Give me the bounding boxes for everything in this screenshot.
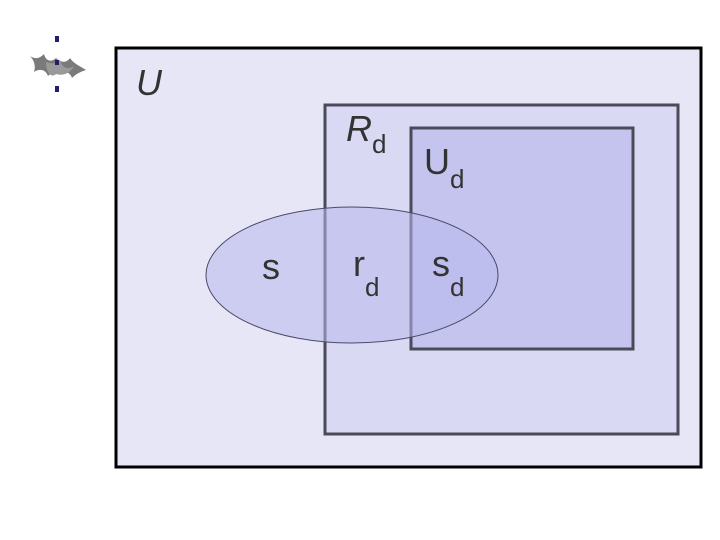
s-d-label-subscript: d: [450, 272, 464, 302]
logo-dot-middle: [55, 60, 59, 65]
s-d-label-main: s: [432, 243, 450, 284]
universe-label: U: [136, 62, 163, 103]
logo-dot-top: [55, 36, 59, 42]
s-d-label: sd: [432, 243, 464, 302]
s-label: s: [262, 246, 280, 287]
u-d-label-main: U: [424, 141, 450, 182]
r-d-intersection-label: rd: [353, 243, 379, 302]
r-d-label: Rd: [346, 108, 386, 159]
u-d-label: Ud: [424, 141, 464, 194]
flame-logo-icon: [30, 36, 86, 92]
logo-flame-inner: [46, 60, 74, 76]
r-d-intersection-main: r: [353, 243, 365, 284]
r-d-intersection-subscript: d: [365, 272, 379, 302]
r-d-label-subscript: d: [372, 129, 386, 159]
u-d-label-subscript: d: [450, 164, 464, 194]
logo-dot-bottom: [55, 86, 59, 92]
r-d-label-main: R: [346, 108, 372, 149]
s-ellipse: [205, 206, 499, 344]
